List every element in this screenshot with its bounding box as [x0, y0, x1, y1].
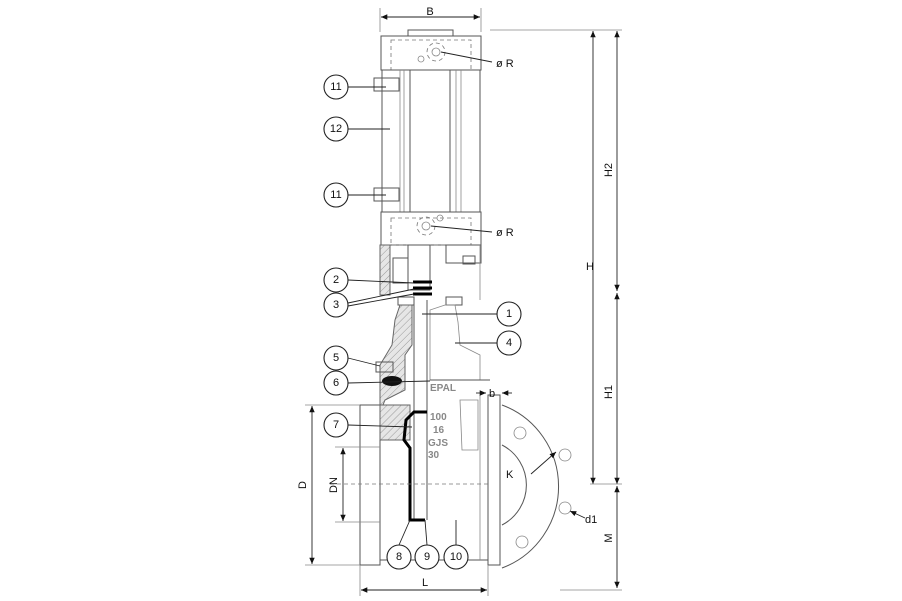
valve-body: EPAL 100 16 GJS 30 — [330, 296, 501, 566]
svg-text:12: 12 — [330, 123, 342, 135]
balloon-7: 7 — [323, 412, 349, 438]
svg-text:10: 10 — [450, 551, 462, 563]
balloon-8: 8 — [386, 544, 412, 570]
flange-face — [501, 404, 586, 569]
dim-K: K — [506, 469, 514, 481]
svg-text:2: 2 — [333, 274, 339, 286]
svg-text:7: 7 — [333, 419, 339, 431]
svg-text:11: 11 — [330, 81, 341, 93]
balloon-2: 2 — [323, 267, 349, 293]
body-marking-material: GJS — [428, 438, 448, 449]
dim-R-top: ø R — [496, 58, 514, 70]
balloon-4: 4 — [496, 330, 522, 356]
svg-text:3: 3 — [333, 299, 339, 311]
leader-lines — [347, 86, 497, 546]
dim-b: b — [489, 388, 495, 400]
dim-R-bottom: ø R — [496, 227, 514, 239]
actuator — [373, 29, 482, 300]
svg-text:4: 4 — [506, 337, 512, 349]
svg-text:11: 11 — [330, 189, 341, 201]
balloon-9: 9 — [414, 544, 440, 570]
dim-L: L — [422, 577, 428, 589]
dim-H: H — [586, 261, 594, 273]
dimensions: B ø R ø R H H2 H1 M D DN L b K d1 — [297, 6, 622, 596]
dim-DN: DN — [328, 477, 340, 493]
dim-H2: H2 — [603, 163, 615, 177]
balloon-1: 1 — [496, 301, 522, 327]
svg-text:1: 1 — [506, 308, 512, 320]
svg-text:5: 5 — [333, 352, 339, 364]
dim-d1: d1 — [585, 514, 597, 526]
balloon-11-bottom: 11 — [323, 182, 349, 208]
balloon-11-top: 11 — [323, 74, 349, 100]
dim-H1: H1 — [603, 385, 615, 399]
dim-B: B — [426, 6, 433, 18]
part-balloons: 11 12 11 2 3 5 6 7 1 4 8 9 10 — [323, 74, 522, 570]
balloon-3: 3 — [323, 292, 349, 318]
svg-text:8: 8 — [396, 551, 402, 563]
balloon-5: 5 — [323, 345, 349, 371]
balloon-10: 10 — [443, 544, 469, 570]
dim-M: M — [603, 533, 615, 542]
body-marking-grade: 30 — [428, 450, 440, 461]
body-marking-dn: 100 — [430, 412, 447, 423]
svg-text:9: 9 — [424, 551, 430, 563]
dim-D: D — [297, 481, 309, 489]
svg-text:6: 6 — [333, 377, 339, 389]
body-marking-brand: EPAL — [430, 383, 456, 394]
body-marking-pn: 16 — [433, 425, 445, 436]
balloon-6: 6 — [323, 370, 349, 396]
balloon-12: 12 — [323, 116, 349, 142]
